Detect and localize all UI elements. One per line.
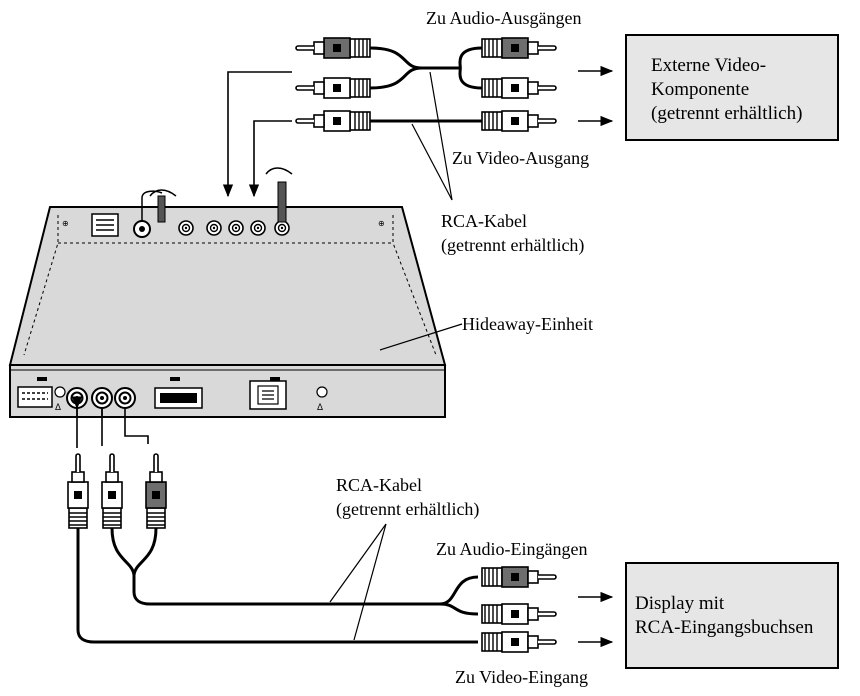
rca-plug-bottom-audio-r <box>102 454 122 528</box>
label-rca-cable-top: RCA-Kabel <box>441 211 527 231</box>
label-video-input: Zu Video-Eingang <box>455 667 589 687</box>
rca-plug-top-right-audio-r <box>481 77 557 99</box>
bottom-rca-cable <box>68 396 557 653</box>
rca-plug-display-audio-r <box>481 603 557 625</box>
display-box: Display mit RCA-Eingangsbuchsen <box>625 562 839 669</box>
rca-plug-top-left-audio-l <box>296 38 370 58</box>
rca-plug-top-right-audio-l <box>481 37 557 59</box>
front-jack-audio-r <box>114 387 136 409</box>
label-audio-inputs: Zu Audio-Eingängen <box>436 539 588 559</box>
rca-plug-top-left-audio-r <box>296 78 370 98</box>
front-jack-audio-l <box>91 387 113 409</box>
rca-plug-top-right-video <box>481 110 557 132</box>
external-box-line1: Externe Video- <box>651 55 767 76</box>
display-box-line1: Display mit <box>635 593 725 614</box>
line-video-to-unit <box>248 120 292 198</box>
rca-plug-top-left-video <box>296 111 370 131</box>
svg-text:⊕: ⊕ <box>378 219 385 228</box>
top-rca-cable <box>296 37 557 132</box>
label-audio-outputs: Zu Audio-Ausgängen <box>426 8 582 28</box>
svg-text:Δ: Δ <box>55 402 61 412</box>
rca-plug-bottom-video <box>68 454 88 528</box>
rca-plug-display-video <box>481 631 557 653</box>
svg-text:⊕: ⊕ <box>62 219 69 228</box>
rca-plug-display-audio-l <box>481 566 557 588</box>
label-hideaway-unit: Hideaway-Einheit <box>462 314 593 334</box>
hideaway-unit: ⊕ ⊕ Δ Δ <box>8 167 447 418</box>
svg-text:Δ: Δ <box>317 402 323 412</box>
external-box-line3: (getrennt erhältlich) <box>651 103 803 124</box>
label-rca-cable-bottom: RCA-Kabel <box>336 475 422 495</box>
front-jack-video <box>66 387 88 409</box>
external-video-component-box: Externe Video- Komponente (getrennt erhä… <box>625 34 839 141</box>
label-rca-cable-bottom-note: (getrennt erhältlich) <box>336 499 480 519</box>
external-box-line2: Komponente <box>651 79 750 100</box>
label-rca-cable-top-note: (getrennt erhältlich) <box>441 235 585 255</box>
display-box-line2: RCA-Eingangsbuchsen <box>635 617 814 638</box>
rca-plug-bottom-audio-l <box>146 454 166 528</box>
label-video-output: Zu Video-Ausgang <box>452 148 590 168</box>
line-audio-to-unit <box>222 71 292 198</box>
